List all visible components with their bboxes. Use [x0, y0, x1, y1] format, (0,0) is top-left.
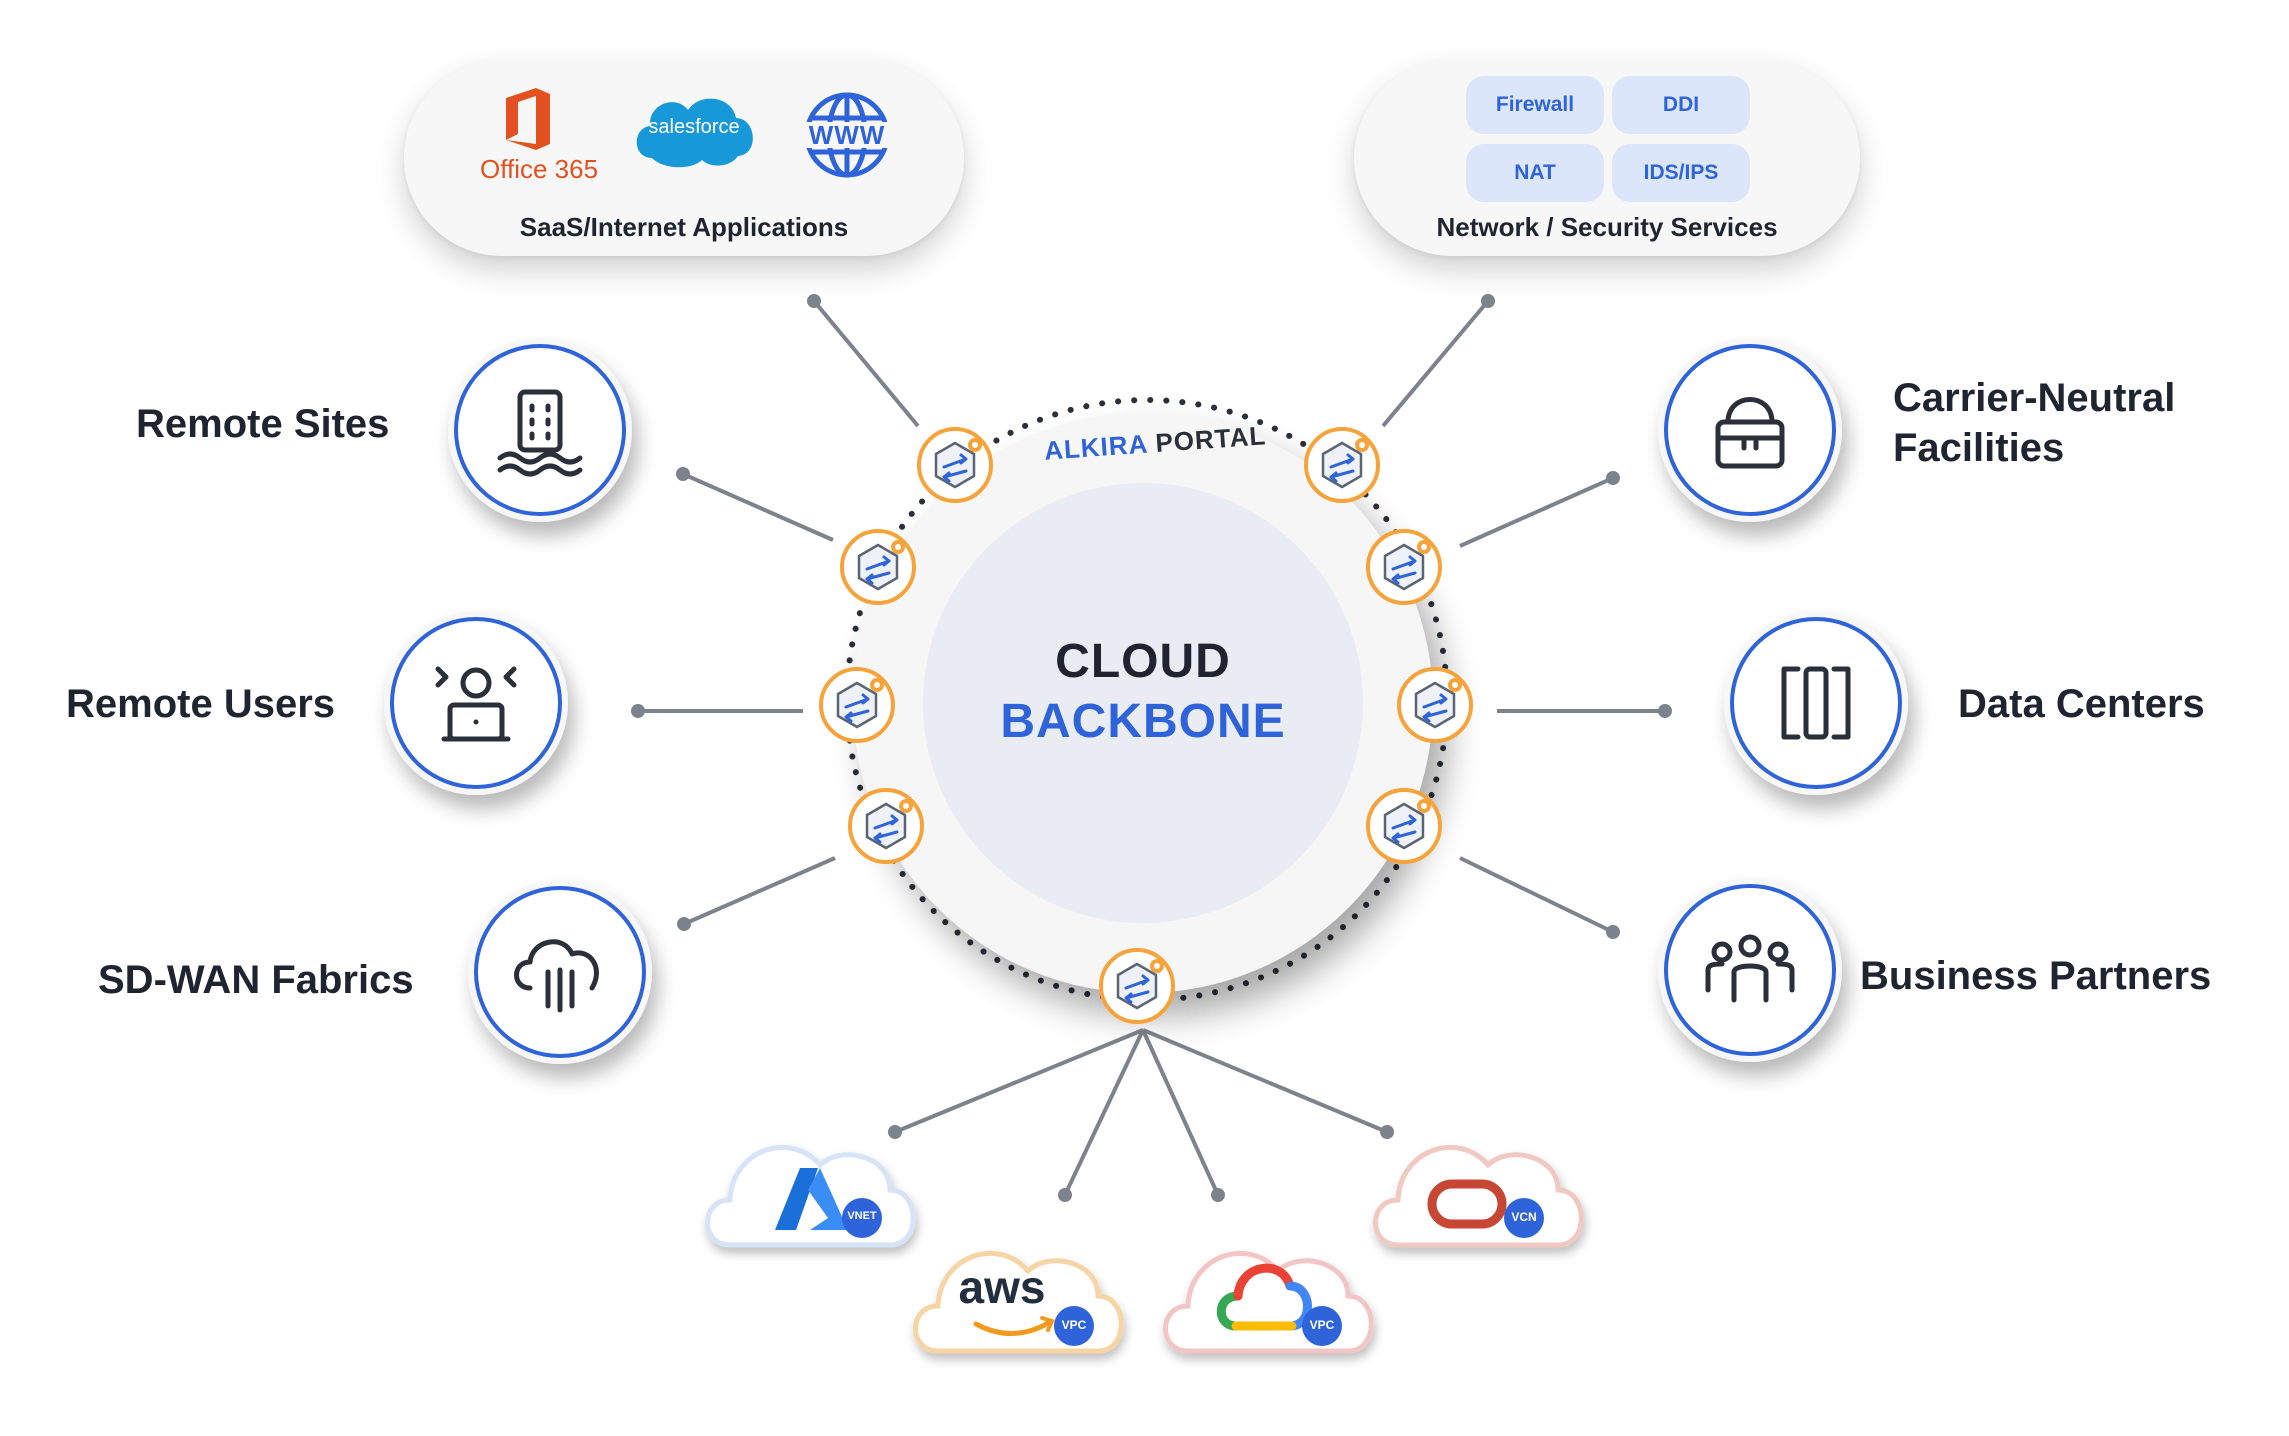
carrier-neutral-label-line2: Facilities	[1893, 426, 2065, 470]
nat-chip: NAT	[1466, 144, 1604, 202]
alkira-node-icon	[840, 529, 916, 605]
office365-icon	[506, 88, 550, 150]
salesforce-icon: salesforce	[630, 90, 758, 168]
sdwan-fabrics-label: SD-WAN Fabrics	[98, 958, 414, 1002]
remote-sites-node	[448, 338, 632, 522]
remote-sites-label: Remote Sites	[136, 402, 390, 446]
data-center-icon	[1781, 666, 1851, 740]
gcp-cloud-node	[1163, 1251, 1374, 1354]
alkira-node-icon	[1099, 948, 1175, 1024]
remote-user-icon	[435, 666, 517, 742]
partners-icon	[1705, 934, 1795, 1003]
business-partners-label: Business Partners	[1860, 954, 2212, 998]
ddi-chip: DDI	[1612, 76, 1750, 134]
carrier-neutral-node	[1658, 338, 1842, 522]
carrier-neutral-label-line1: Carrier-Neutral	[1893, 376, 2176, 420]
alkira-node-icon	[1366, 788, 1442, 864]
alkira-portal-word1: ALKIRA	[1043, 428, 1149, 466]
firewall-chip: Firewall	[1466, 76, 1604, 134]
business-partners-node	[1658, 878, 1842, 1062]
oracle-vcn-badge: VCN	[1511, 1210, 1537, 1224]
azure-vnet-badge: VNET	[847, 1210, 877, 1222]
backbone-title-line1: CLOUD	[1055, 635, 1231, 688]
globe-www-icon: WWW	[802, 90, 892, 180]
office365-label: Office 365	[480, 154, 599, 184]
alkira-node-icon	[819, 667, 895, 743]
google-cloud-icon	[1216, 1263, 1312, 1331]
alkira-node-icon	[1397, 667, 1473, 743]
gcp-vpc-badge: VPC	[1309, 1318, 1335, 1332]
sdwan-cloud-icon	[514, 939, 599, 1013]
cloud-lock-icon	[1715, 397, 1785, 469]
remote-users-label: Remote Users	[66, 682, 336, 726]
aws-label: aws	[958, 1261, 1046, 1313]
ids-ips-chip: IDS/IPS	[1612, 144, 1750, 202]
oracle-icon	[1427, 1179, 1507, 1229]
azure-icon	[775, 1168, 848, 1230]
sdwan-fabrics-node	[468, 880, 652, 1064]
alkira-node-icon	[848, 788, 924, 864]
alkira-node-icon	[917, 427, 993, 503]
www-label: WWW	[808, 120, 886, 150]
saas-applications-panel: Office 365 salesforce WWW SaaS/Internet …	[404, 60, 964, 256]
alkira-node-icon	[1304, 427, 1380, 503]
alkira-node-icon	[1366, 529, 1442, 605]
backbone-title-line2: BACKBONE	[1000, 695, 1286, 748]
aws-cloud-node	[913, 1251, 1124, 1354]
aws-icon	[973, 1316, 1055, 1336]
security-services-title: Network / Security Services	[1436, 212, 1778, 242]
data-centers-node	[1724, 611, 1908, 795]
data-centers-label: Data Centers	[1958, 682, 2205, 726]
connector-lines	[631, 294, 1672, 1202]
saas-applications-title: SaaS/Internet Applications	[519, 212, 849, 242]
salesforce-label: salesforce	[648, 116, 740, 138]
backbone-title: CLOUD BACKBONE	[943, 630, 1343, 770]
backbone-inner-disk	[923, 483, 1363, 923]
remote-users-node	[384, 611, 568, 795]
azure-cloud-node	[705, 1145, 916, 1248]
building-icon	[497, 389, 583, 477]
security-services-panel: Firewall DDI NAT IDS/IPS Network / Secur…	[1354, 60, 1860, 256]
oracle-cloud-node	[1373, 1145, 1584, 1248]
alkira-portal-word2: PORTAL	[1154, 420, 1268, 458]
aws-vpc-badge: VPC	[1061, 1318, 1087, 1332]
